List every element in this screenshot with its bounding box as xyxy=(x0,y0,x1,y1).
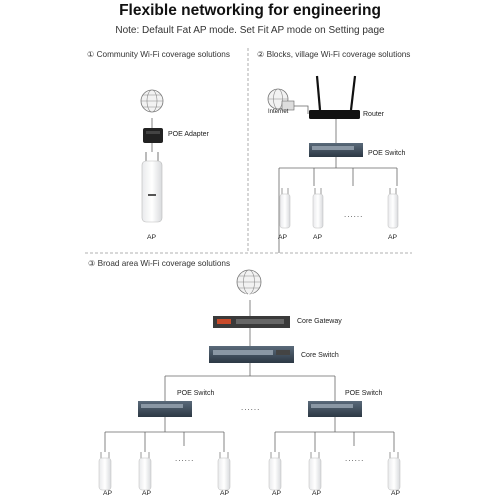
section2-internet-icon xyxy=(267,88,295,111)
section2-internet-label: Internet xyxy=(268,109,289,115)
section1-internet-label: Internet xyxy=(140,111,164,118)
section3-ap-device-3 xyxy=(217,452,231,491)
section1-heading: ① Community Wi-Fi coverage solutions xyxy=(87,50,230,59)
router-icon xyxy=(309,75,360,119)
section3-ap-device-5 xyxy=(308,452,322,491)
section3-ap-label-5: AP xyxy=(312,490,322,497)
section3-ap-label-3: AP xyxy=(220,490,230,497)
section2-ap-label-2: AP xyxy=(313,234,323,241)
section1-ap-label: AP xyxy=(147,234,157,241)
section3-heading: ③ Broad area Wi-Fi coverage solutions xyxy=(88,259,231,268)
section3-internet-icon xyxy=(236,269,262,295)
section3-ap-label-2: AP xyxy=(142,490,152,497)
mode-note: Note: Default Fat AP mode. Set Fit AP mo… xyxy=(115,25,385,36)
core-switch-icon xyxy=(209,346,294,363)
section2-ap-device-2 xyxy=(312,188,324,229)
section2-ellipsis: ...... xyxy=(344,210,364,219)
section3-ap-label-4: AP xyxy=(272,490,282,497)
page-title: Flexible networking for engineering xyxy=(119,2,381,19)
section3-internet-label: Internet xyxy=(236,292,260,299)
section2-poe-switch-icon xyxy=(309,143,363,157)
section3-ap-device-4 xyxy=(268,452,282,491)
section3-poe-switch-left-icon xyxy=(138,401,192,417)
section2-heading: ② Blocks, village Wi-Fi coverage solutio… xyxy=(257,50,411,59)
section3-ap-device-2 xyxy=(138,452,152,491)
poe-adapter-label: POE Adapter xyxy=(168,131,209,138)
section2-ap-device-3 xyxy=(387,188,399,229)
core-gateway-icon xyxy=(213,316,290,328)
section1-internet-icon xyxy=(140,89,164,113)
section3-poe-switch-right-label: POE Switch xyxy=(345,390,383,397)
section3-ap-label-1: AP xyxy=(103,490,113,497)
section3-ellipsis-right: ...... xyxy=(345,454,365,463)
poe-adapter-icon xyxy=(143,128,163,143)
router-label: Router xyxy=(363,111,385,118)
section3-poe-switch-right-icon xyxy=(308,401,362,417)
section3-ellipsis-left: ...... xyxy=(175,454,195,463)
core-switch-label: Core Switch xyxy=(301,352,339,359)
section3-ap-label-6: AP xyxy=(391,490,401,497)
section2-ap-device-1 xyxy=(279,188,291,229)
section2-ap-label-1: AP xyxy=(278,234,288,241)
section3-ellipsis-middle: ...... xyxy=(241,403,261,412)
section2-poe-switch-label: POE Switch xyxy=(368,150,406,157)
section3-ap-device-6 xyxy=(387,452,401,491)
section2-ap-label-3: AP xyxy=(388,234,398,241)
section3-ap-device-1 xyxy=(98,452,112,491)
core-gateway-label: Core Gateway xyxy=(297,318,342,325)
section1-ap-device xyxy=(141,152,163,223)
section3-poe-switch-left-label: POE Switch xyxy=(177,390,215,397)
